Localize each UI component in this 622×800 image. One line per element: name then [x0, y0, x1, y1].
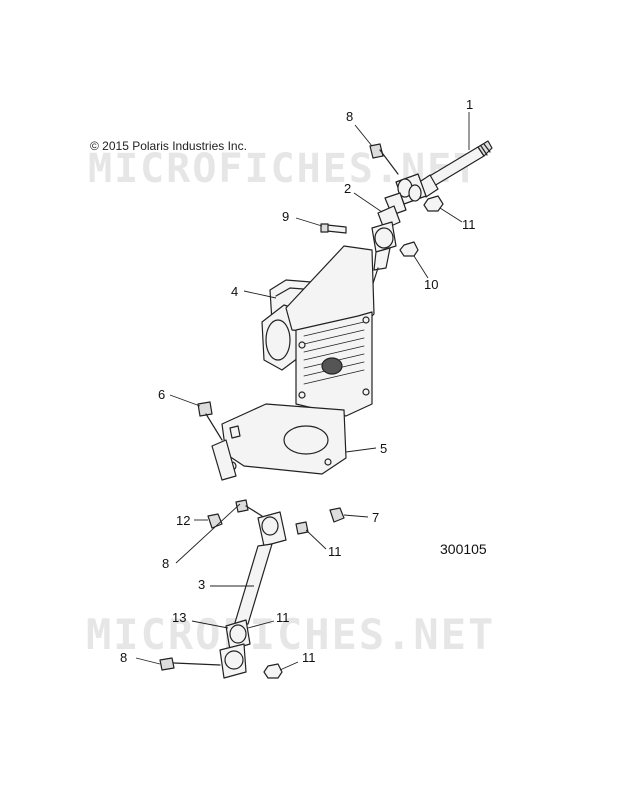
callout-6: 6	[158, 387, 166, 402]
callout-11: 11	[302, 650, 316, 665]
callout-11: 11	[328, 544, 342, 559]
callout-11: 11	[276, 610, 290, 625]
eps-unit	[261, 245, 375, 417]
callout-10: 10	[424, 277, 439, 292]
callout-4: 4	[231, 284, 239, 299]
callout-8: 8	[120, 650, 128, 665]
lower-steering-shaft	[233, 543, 273, 627]
nut-7	[329, 507, 345, 523]
callout-1: 1	[466, 97, 474, 112]
callout-3: 3	[198, 577, 206, 592]
callout-7: 7	[372, 510, 380, 525]
callout-8: 8	[346, 109, 354, 124]
bolt-8-upper	[369, 143, 399, 175]
bolt-9	[326, 224, 347, 234]
callout-9: 9	[282, 209, 290, 224]
callout-13: 13	[172, 610, 187, 625]
bolt-8-lower	[159, 657, 175, 671]
callout-12: 12	[176, 513, 191, 528]
intermediate-shaft	[371, 205, 401, 271]
bolt-8-middle	[235, 499, 249, 513]
nut-12	[207, 513, 223, 529]
upper-steering-shaft	[417, 140, 493, 198]
nut-11-lower	[263, 663, 283, 679]
mounting-bracket	[211, 403, 347, 481]
callout-2: 2	[344, 181, 352, 196]
callout-8: 8	[162, 556, 170, 571]
upper-u-joint	[384, 173, 427, 216]
bolt-6	[197, 401, 213, 417]
watermark-text: MICROFICHES.NET	[86, 610, 496, 659]
callout-5: 5	[380, 441, 388, 456]
nut-11-upper	[423, 195, 444, 212]
nut-10	[399, 241, 419, 257]
copyright-notice: © 2015 Polaris Industries Inc.	[90, 139, 247, 153]
callout-11: 11	[462, 217, 476, 232]
document-number: 300105	[440, 541, 487, 557]
nut-11-middle	[295, 521, 309, 535]
